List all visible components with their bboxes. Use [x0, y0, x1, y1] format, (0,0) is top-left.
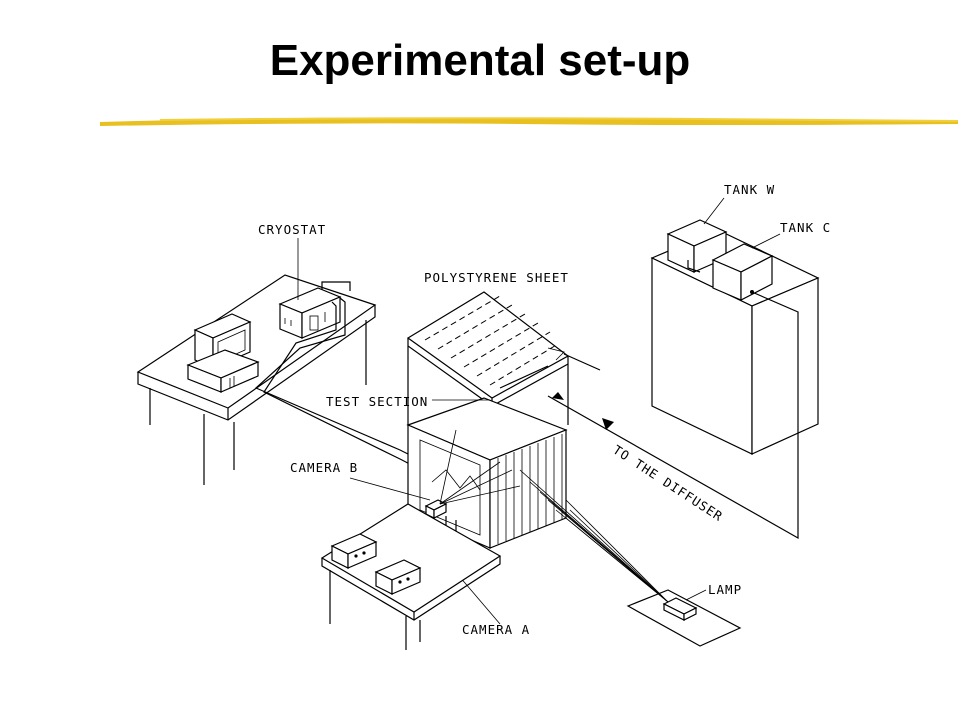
polystyrene-sheet [406, 291, 570, 407]
camera-b-view-rays [439, 429, 521, 505]
diffuser-arrow [552, 392, 564, 400]
slide-title: Experimental set-up [269, 36, 691, 85]
cryostat-pipe-outer [254, 297, 441, 471]
leader-tank-w [703, 197, 725, 225]
label-lamp: LAMP [708, 582, 742, 597]
front-desk [320, 503, 502, 650]
computer-monitor [186, 313, 260, 393]
lamp [662, 597, 698, 621]
label-tank-c: TANK C [780, 220, 831, 235]
label-to-the-diffuser: TO THE DIFFUSER [610, 442, 725, 524]
label-polystyrene-sheet: POLYSTYRENE SHEET [424, 270, 569, 285]
sheet-outlet [563, 353, 601, 371]
cryostat-pipe-inner [263, 301, 441, 481]
sheet-inlet [499, 365, 549, 389]
leader-lamp [685, 589, 707, 601]
instrument-1 [330, 533, 378, 569]
title-underline [100, 117, 958, 126]
lamp-light-rays [519, 469, 669, 603]
diffuser-pipe [547, 291, 799, 540]
diffuser-arrow-2 [602, 418, 614, 430]
label-test-section: TEST SECTION [326, 394, 428, 409]
tank-c-box [711, 243, 774, 301]
label-cryostat: CRYOSTAT [258, 222, 326, 237]
leader-tank-c [751, 233, 781, 249]
label-tank-w: TANK W [724, 182, 775, 197]
label-camera-b: CAMERA B [290, 460, 358, 475]
cryostat-unit [278, 281, 351, 339]
leader-camera-b [349, 477, 431, 501]
label-camera-a: CAMERA A [462, 622, 530, 637]
instrument-2 [374, 559, 422, 595]
tank-w-pipe [687, 260, 701, 273]
